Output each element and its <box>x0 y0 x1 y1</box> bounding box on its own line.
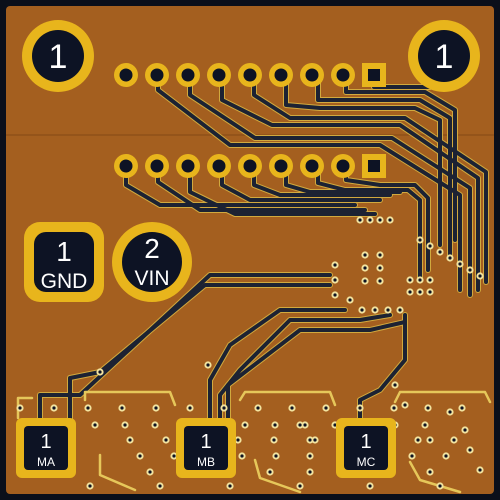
mount-hole-right: 1 <box>408 20 480 92</box>
motor-pad-b-name: MB <box>197 455 215 469</box>
power-pad-gnd: 1 GND <box>24 222 104 302</box>
power-pad-vin-number: 2 <box>144 233 160 264</box>
motor-pad-a-number: 1 <box>40 431 51 453</box>
motor-pad-c-name: MC <box>357 455 376 469</box>
power-pad-gnd-name: GND <box>41 270 88 293</box>
motor-pad-c: 1 MC <box>336 418 396 478</box>
mount-hole-left-number: 1 <box>49 38 68 76</box>
mount-hole-right-number: 1 <box>435 38 454 76</box>
motor-pad-b: 1 MB <box>176 418 236 478</box>
header-row-1 <box>114 63 386 87</box>
motor-pad-a-name: MA <box>37 455 55 469</box>
motor-pad-c-number: 1 <box>360 431 371 453</box>
power-pad-vin-name: VIN <box>134 267 169 290</box>
power-pad-gnd-number: 1 <box>56 236 72 267</box>
motor-pad-a: 1 MA <box>16 418 76 478</box>
power-pad-vin: 2 VIN <box>112 222 192 302</box>
header-row-2 <box>114 154 386 178</box>
motor-pad-b-number: 1 <box>200 431 211 453</box>
mount-hole-left: 1 <box>22 20 94 92</box>
